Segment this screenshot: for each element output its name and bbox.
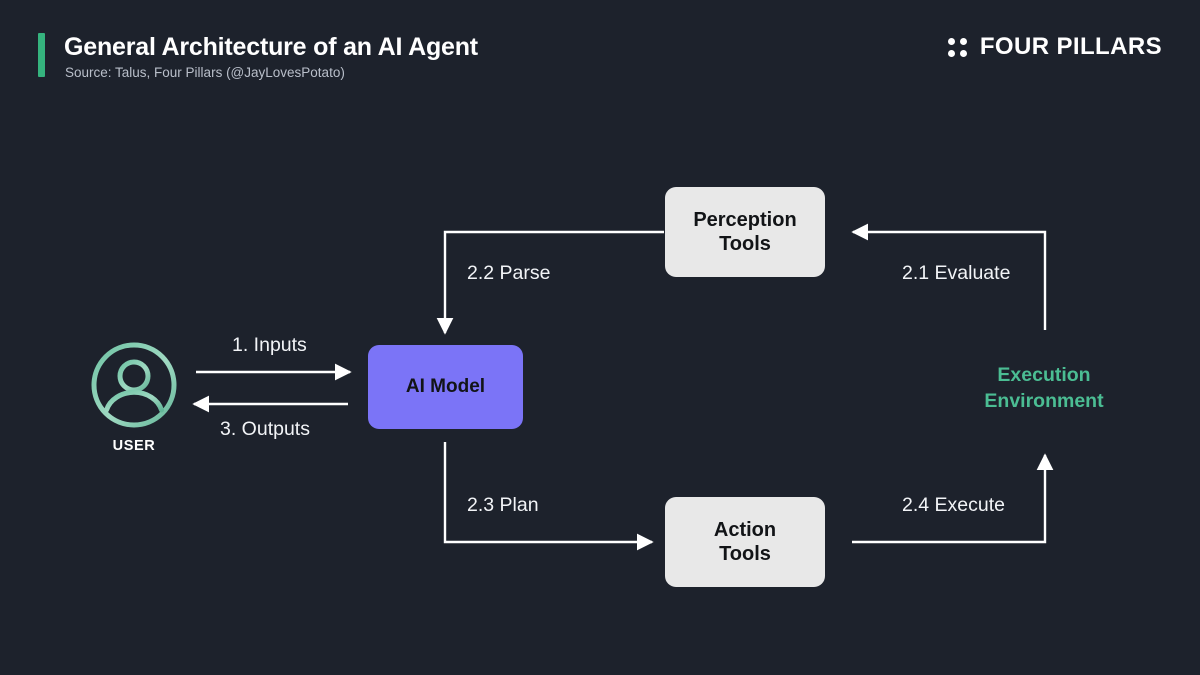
edge-label-execute: 2.4 Execute (902, 494, 1005, 516)
edge-plan-line (443, 442, 654, 551)
node-perception-tools-label-line2: Tools (719, 233, 771, 255)
node-execution-environment: Execution Environment (944, 363, 1144, 414)
node-perception-tools-label: Perception Tools (693, 208, 796, 257)
brand-name: FOUR PILLARS (979, 33, 1162, 60)
brand-logo: FOUR PILLARS (947, 33, 1162, 61)
edge-evaluate-line (851, 223, 1047, 330)
edge-label-evaluate: 2.1 Evaluate (902, 262, 1011, 284)
edge-label-outputs: 3. Outputs (220, 418, 310, 440)
edge-label-parse: 2.2 Parse (467, 262, 551, 284)
node-action-tools-label-line1: Action (713, 518, 777, 541)
node-perception-tools[interactable]: Perception Tools (665, 187, 825, 277)
edge-parse-line (436, 230, 664, 335)
node-perception-tools-label-line1: Perception (693, 208, 797, 231)
execution-environment-line2: Environment (984, 389, 1104, 412)
four-dots-icon (947, 37, 967, 57)
edge-execute-line (852, 453, 1054, 544)
title-accent-bar (38, 33, 45, 77)
node-ai-model[interactable]: AI Model (368, 345, 523, 429)
node-action-tools-label: Action Tools (714, 518, 776, 567)
user-label: USER (112, 438, 156, 454)
user-avatar-icon (91, 342, 177, 428)
node-action-tools-label-line2: Tools (719, 543, 771, 565)
node-ai-model-label: AI Model (405, 376, 486, 398)
node-action-tools[interactable]: Action Tools (665, 497, 825, 587)
edge-label-plan: 2.3 Plan (467, 494, 539, 516)
page-subtitle-source: Source: Talus, Four Pillars (@JayLovesPo… (65, 65, 345, 80)
node-user[interactable]: USER (88, 341, 180, 454)
execution-environment-line1: Execution (997, 364, 1091, 386)
page-title: General Architecture of an AI Agent (64, 33, 478, 61)
edge-label-inputs: 1. Inputs (232, 334, 307, 356)
